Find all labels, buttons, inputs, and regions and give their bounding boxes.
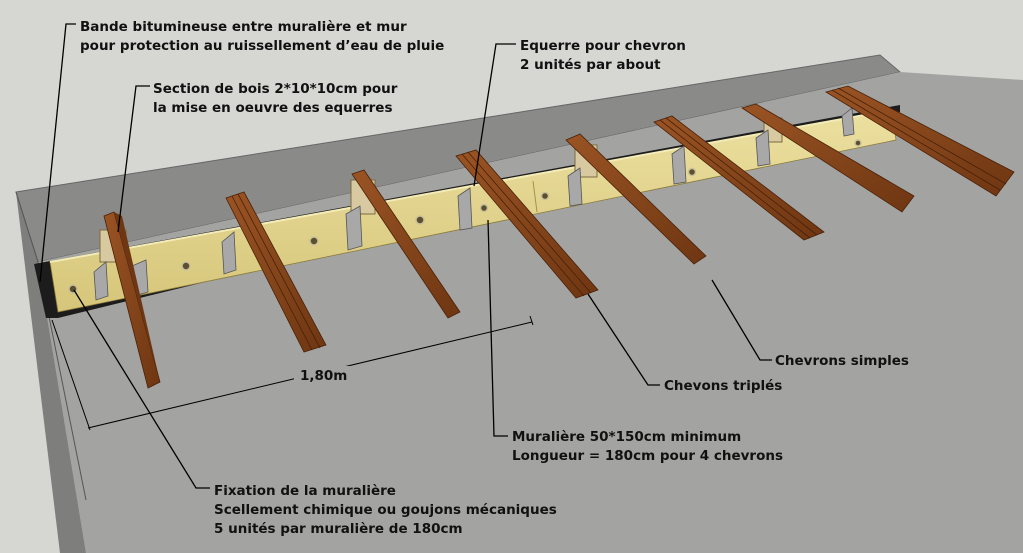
label-fixation: Fixation de la muralière Scellement chim… [214,483,561,537]
ledger-bolt [479,203,489,213]
rafter-tripled [455,149,599,299]
ledger-bolt [540,191,550,201]
bracket [755,129,771,167]
ledger-top-edge [49,109,893,263]
dimension-1-80m: 1,80m [51,315,534,431]
rafters [103,85,1015,389]
rafter-single [565,133,707,265]
dimension-label: 1,80m [300,368,347,384]
rafter-tripled [653,115,825,241]
bracket [457,187,473,231]
ledger-bolt [415,215,425,225]
wall-edge-line [15,191,87,501]
ledger-bolt [309,236,319,246]
bracket [221,231,237,275]
bracket [93,261,109,301]
bracket [671,145,687,185]
ledger-bolt [687,167,697,177]
label-section: Section de bois 2*10*10cm pour la mise e… [153,81,402,116]
wall-front-face [38,72,1023,553]
rafter-single [741,103,915,213]
brackets [93,107,855,301]
bracket [345,205,363,251]
annotations: Bande bitumineuse entre muralière et mur… [80,19,909,537]
label-chevrons-triples: Chevons triplés [664,378,782,394]
leader-muraliere [487,219,508,437]
leader-triples [587,293,660,386]
leader-section [117,85,150,233]
leader-simples [711,279,772,361]
bracket [841,107,855,137]
rafter-tripled [225,191,327,353]
rafter-single [351,169,461,319]
leader-fixation [73,289,210,489]
bracket [567,167,583,207]
ledger-joint [532,180,538,213]
leader-equerre [473,43,516,187]
ledger-bolt [181,261,191,271]
label-equerre: Equerre pour chevron 2 unités par about [520,38,691,73]
label-muraliere: Muralière 50*150cm minimum Longueur = 18… [512,429,783,464]
rafter-single [103,211,161,389]
leader-bande [39,23,76,283]
wall-left-face [16,192,86,553]
leader-lines [39,23,772,489]
label-bande: Bande bitumineuse entre muralière et mur… [80,19,444,54]
rafter-tripled [825,85,1015,197]
ledger-bolt [854,139,862,147]
label-chevrons-simples: Chevrons simples [775,353,909,369]
